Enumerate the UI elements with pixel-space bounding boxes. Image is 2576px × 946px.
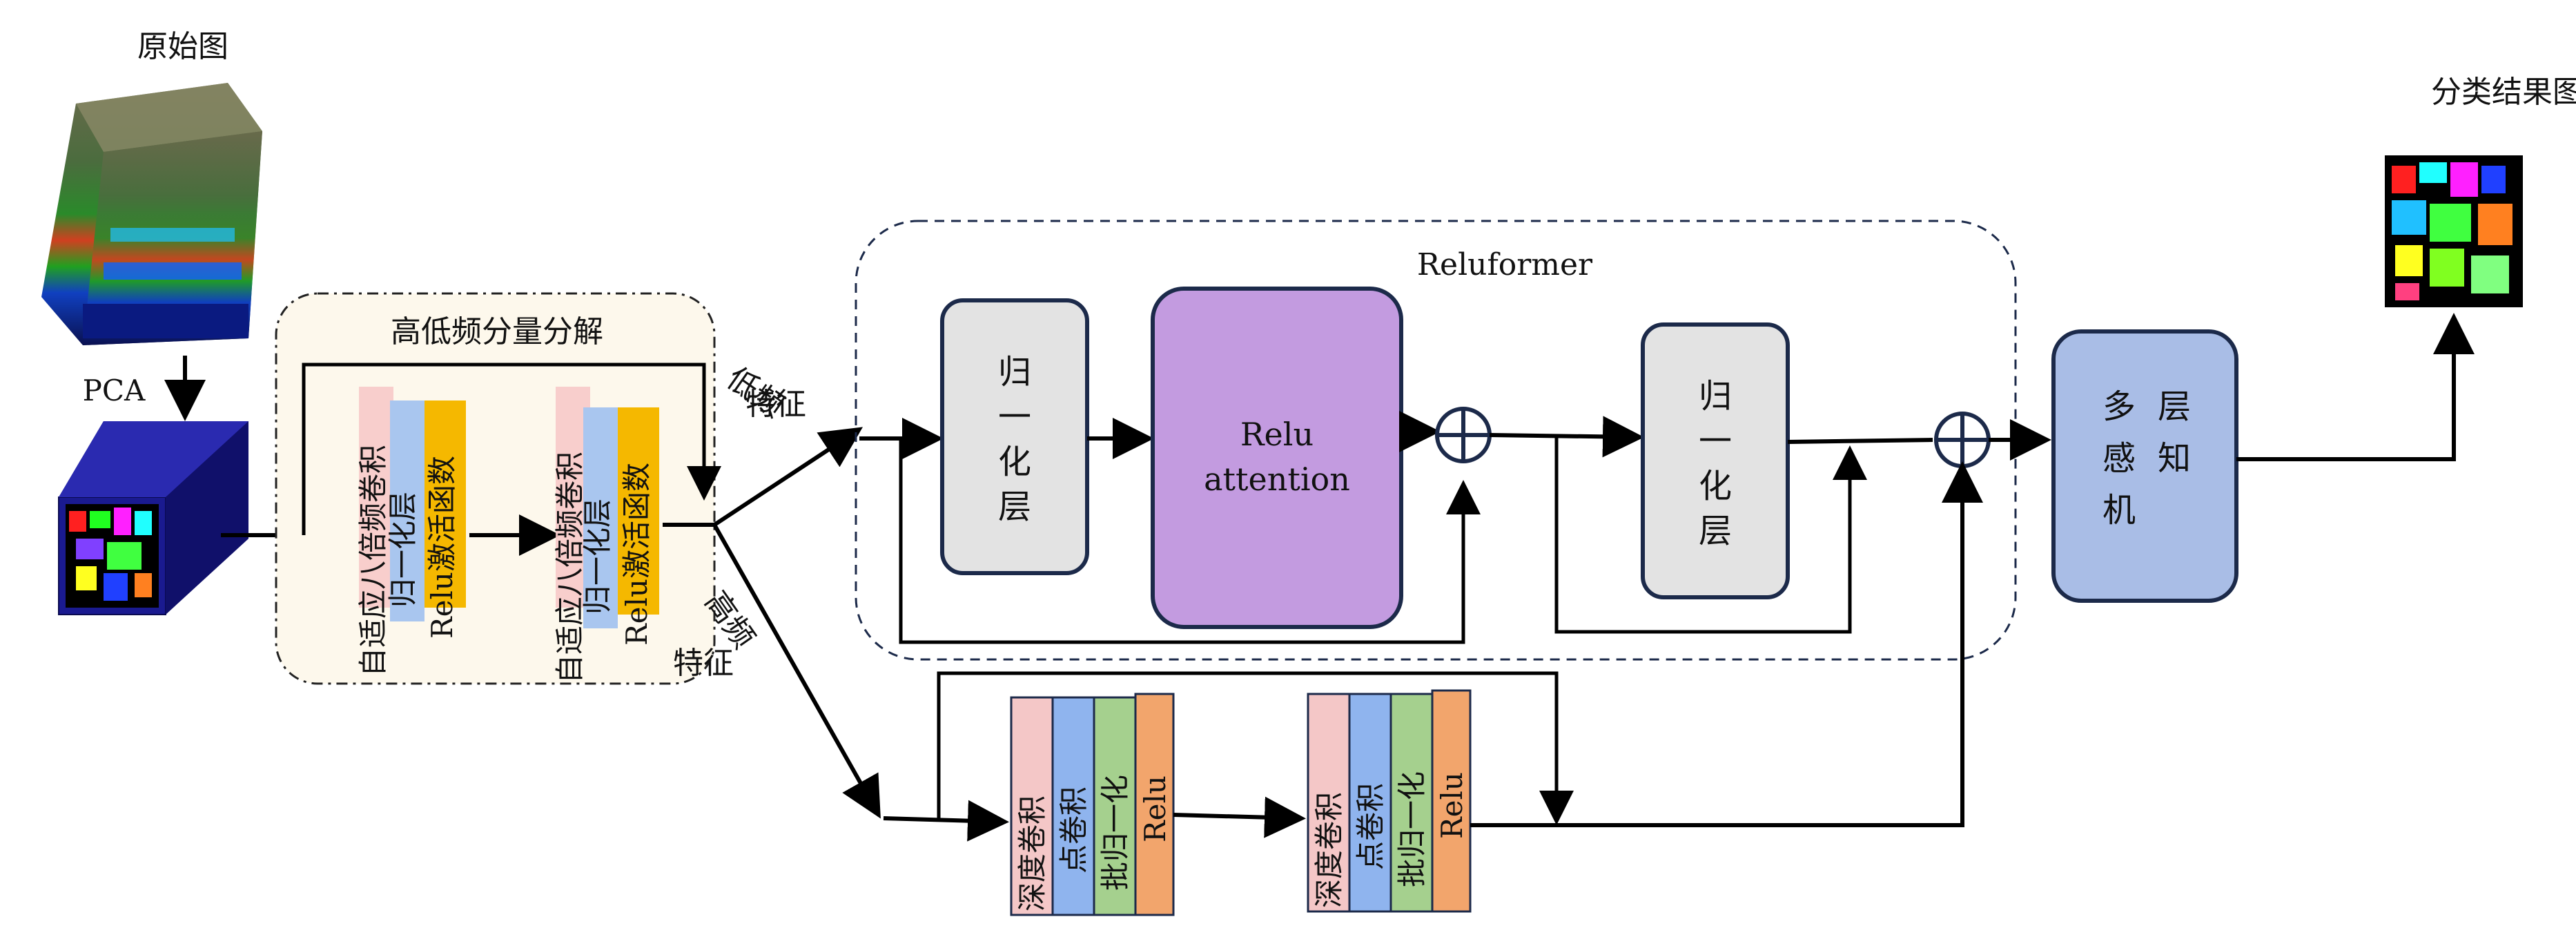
dw-block-2: 深度卷积 点卷积 批归一化 Relu (1307, 689, 1472, 913)
norm2-c1: 归 (1699, 377, 1732, 416)
norm1-c3: 化 (998, 443, 1031, 481)
plus-circle-icon (1934, 412, 1991, 468)
octave-block-1: 自适应八倍频卷积 归一化层 Relu激活函数 (356, 387, 466, 677)
mlp-c4: 知 (2158, 439, 2191, 478)
mlp-c2: 层 (2158, 387, 2191, 426)
arrow-to-result (2236, 313, 2475, 461)
pca-cube (58, 421, 248, 615)
conv-label-1: 自适应八倍频卷积 (356, 445, 390, 677)
batch-norm-label-2: 批归一化 (1395, 771, 1429, 887)
decomp-skip-line (302, 363, 721, 535)
norm-block-2 (1641, 322, 1790, 599)
attn-label-1: Relu (1240, 416, 1314, 453)
octave-block-2: 自适应八倍频卷积 归一化层 Relu激活函数 (553, 387, 659, 684)
relu-label-dw1: Relu (1138, 775, 1172, 842)
norm-block-1 (940, 298, 1089, 575)
point-conv-label-1: 点卷积 (1057, 786, 1091, 873)
attn-label-2: attention (1204, 461, 1350, 498)
depth-conv-label-2: 深度卷积 (1312, 792, 1346, 908)
plus-circle-icon (1435, 407, 1492, 463)
mlp-c1: 多 (2102, 387, 2136, 426)
relu-label-1: Relu激活函数 (425, 456, 459, 639)
mlp-block (2051, 329, 2238, 603)
high-freq-label-2: 特征 (673, 646, 734, 681)
arrow-to-dw1 (883, 800, 1009, 842)
mlp-c5: 机 (2102, 491, 2136, 530)
relu-label-dw2: Relu (1435, 772, 1469, 839)
line-norm2-add (1787, 438, 1933, 444)
norm2-c2: 一 (1699, 422, 1732, 461)
residual-1 (899, 438, 1481, 644)
norm1-c1: 归 (998, 353, 1031, 392)
norm2-c4: 层 (1699, 512, 1732, 550)
arrow-dw1-dw2 (1173, 796, 1306, 838)
low-freq-label-2: 特征 (745, 387, 806, 422)
conv-skip-line (937, 671, 1574, 825)
decomposition-title: 高低频分量分解 (391, 314, 603, 349)
norm1-c2: 一 (998, 398, 1031, 436)
mlp-c3: 感 (2102, 439, 2136, 478)
norm-label-1: 归一化层 (386, 492, 420, 608)
reluformer-box (855, 220, 2017, 661)
high-freq-arrow (712, 523, 881, 819)
residual-2 (1554, 436, 1867, 634)
result-label: 分类结果图 (2431, 75, 2576, 110)
depth-conv-label-1: 深度卷积 (1015, 795, 1049, 911)
original-image-cube (41, 83, 262, 345)
point-conv-label-2: 点卷积 (1354, 783, 1387, 870)
relu-label-2: Relu激活函数 (620, 463, 654, 646)
pca-label: PCA (83, 374, 146, 407)
norm1-c4: 层 (998, 488, 1031, 526)
norm2-c3: 化 (1699, 467, 1732, 505)
batch-norm-label-1: 批归一化 (1098, 775, 1132, 891)
conv-label-2: 自适应八倍频卷积 (553, 452, 587, 684)
low-freq-arrow (713, 427, 863, 527)
dw-block-1: 深度卷积 点卷积 批归一化 Relu (1010, 693, 1175, 916)
original-image-label: 原始图 (137, 29, 228, 64)
conv-branch-to-add2 (1470, 461, 1983, 827)
reluformer-title: Reluformer (1417, 247, 1593, 282)
relu-attention-block (1151, 287, 1403, 629)
arrow-add-norm2 (1489, 416, 1644, 458)
norm-label-2: 归一化层 (580, 499, 614, 615)
classification-result-map (2385, 155, 2523, 307)
